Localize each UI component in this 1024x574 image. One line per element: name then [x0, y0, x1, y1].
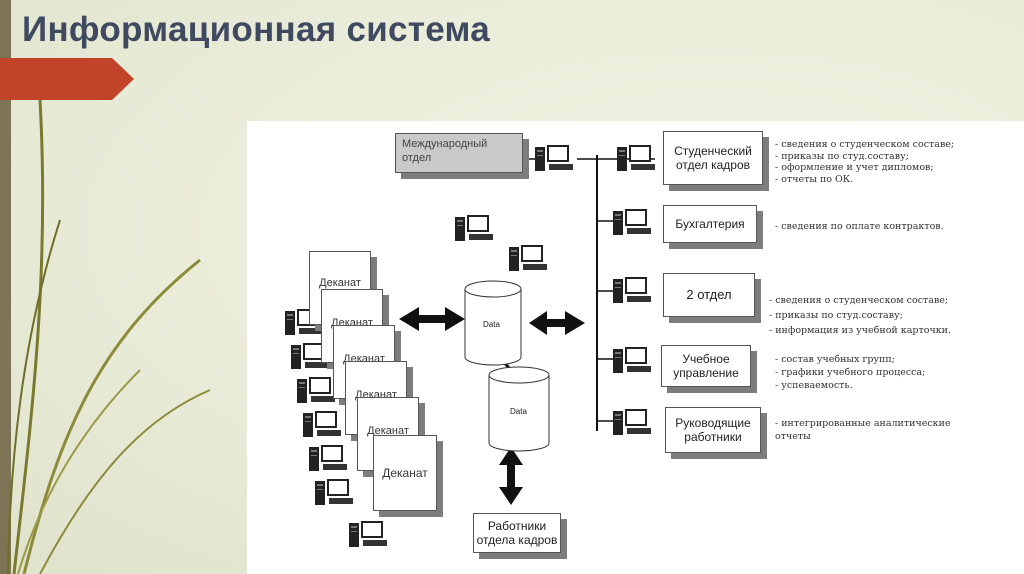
computer-icon [309, 445, 347, 471]
sidebar-strip [0, 0, 11, 574]
computer-icon [613, 277, 651, 303]
note-line: - сведения о студенческом составе; [769, 295, 949, 306]
grass-decoration [7, 100, 211, 574]
computer-icon [315, 479, 353, 505]
computer-icon [613, 409, 651, 435]
connector-layer [285, 145, 655, 547]
department-name: работники [684, 430, 742, 444]
computer-icon [617, 145, 655, 171]
department-name: Студенческий [674, 144, 752, 158]
deanery-db-arrow [399, 307, 465, 331]
computer-icon [297, 377, 335, 403]
page-title: Информационная система [22, 10, 491, 49]
department-name: Бухгалтерия [675, 217, 745, 231]
note-line: - оформление и учет дипломов; [775, 162, 934, 173]
department-name: 2 отдел [686, 287, 732, 302]
department-box-management: Руководящие работники [665, 407, 761, 453]
archive-cylinder [488, 366, 550, 452]
diagram-panel: Data Data Международный отдел Деканат Де… [247, 121, 1024, 574]
note-line: - состав учебных групп; [775, 354, 895, 365]
hr-staff-line2: отдела кадров [476, 533, 558, 547]
computer-icon [455, 215, 493, 241]
database-label: Data [483, 320, 500, 329]
note-line: отчеты [775, 431, 811, 442]
department-box-education: Учебное управление [661, 345, 751, 387]
department-name: управление [673, 366, 739, 380]
department-notes: - интегрированные аналитические отчеты [775, 417, 951, 443]
international-dept-line1: Международный [402, 138, 488, 150]
note-line: - успеваемость. [775, 380, 853, 391]
archive-label: Data [510, 407, 527, 416]
department-box-accounting: Бухгалтерия [663, 205, 757, 243]
department-notes: - сведения о студенческом составе; - при… [769, 293, 951, 338]
department-name: отдел кадров [675, 158, 751, 172]
department-name: Руководящие [675, 416, 751, 430]
department-box-second: 2 отдел [663, 273, 755, 317]
note-line: - информация из учебной карточки. [769, 325, 952, 336]
note-line: - графики учебного процесса; [775, 367, 926, 378]
computer-icon [349, 521, 387, 547]
computer-icon [613, 347, 651, 373]
department-notes: - состав учебных групп; - графики учебно… [775, 353, 925, 392]
hr-staff-line1: Работники [487, 519, 547, 533]
deanery-label: Деканат [382, 466, 428, 480]
note-line: - приказы по студ.составу; [775, 150, 909, 162]
db-hr-arrow [499, 447, 523, 505]
department-name: Учебное [682, 352, 730, 366]
database-cylinder [464, 280, 522, 366]
deanery-label: Деканат [367, 425, 409, 437]
note-line: - приказы по студ.составу; [769, 310, 903, 321]
computer-icon [509, 245, 547, 271]
department-notes: - сведения по оплате контрактов. [775, 221, 944, 233]
international-dept-box: Международный отдел [395, 133, 523, 173]
title-accent-arrow [0, 58, 134, 100]
deanery-box: Деканат [373, 435, 437, 511]
note-line: - интегрированные аналитические [775, 418, 951, 429]
db-departments-arrow [529, 311, 585, 335]
note-line: - сведения по оплате контрактов. [775, 221, 944, 232]
hr-staff-box: Работники отдела кадров [473, 513, 561, 553]
note-line: - отчеты по ОК. [775, 173, 854, 185]
computer-icon [535, 145, 573, 171]
international-dept-line2: отдел [402, 152, 432, 164]
deanery-label: Деканат [319, 277, 361, 289]
computer-icon [613, 209, 651, 235]
note-line: - сведения о студенческом составе; [775, 139, 955, 150]
department-box-student-hr: Студенческий отдел кадров [663, 131, 763, 185]
computer-icon [303, 411, 341, 437]
department-notes: - сведения о студенческом составе; - при… [775, 139, 954, 185]
